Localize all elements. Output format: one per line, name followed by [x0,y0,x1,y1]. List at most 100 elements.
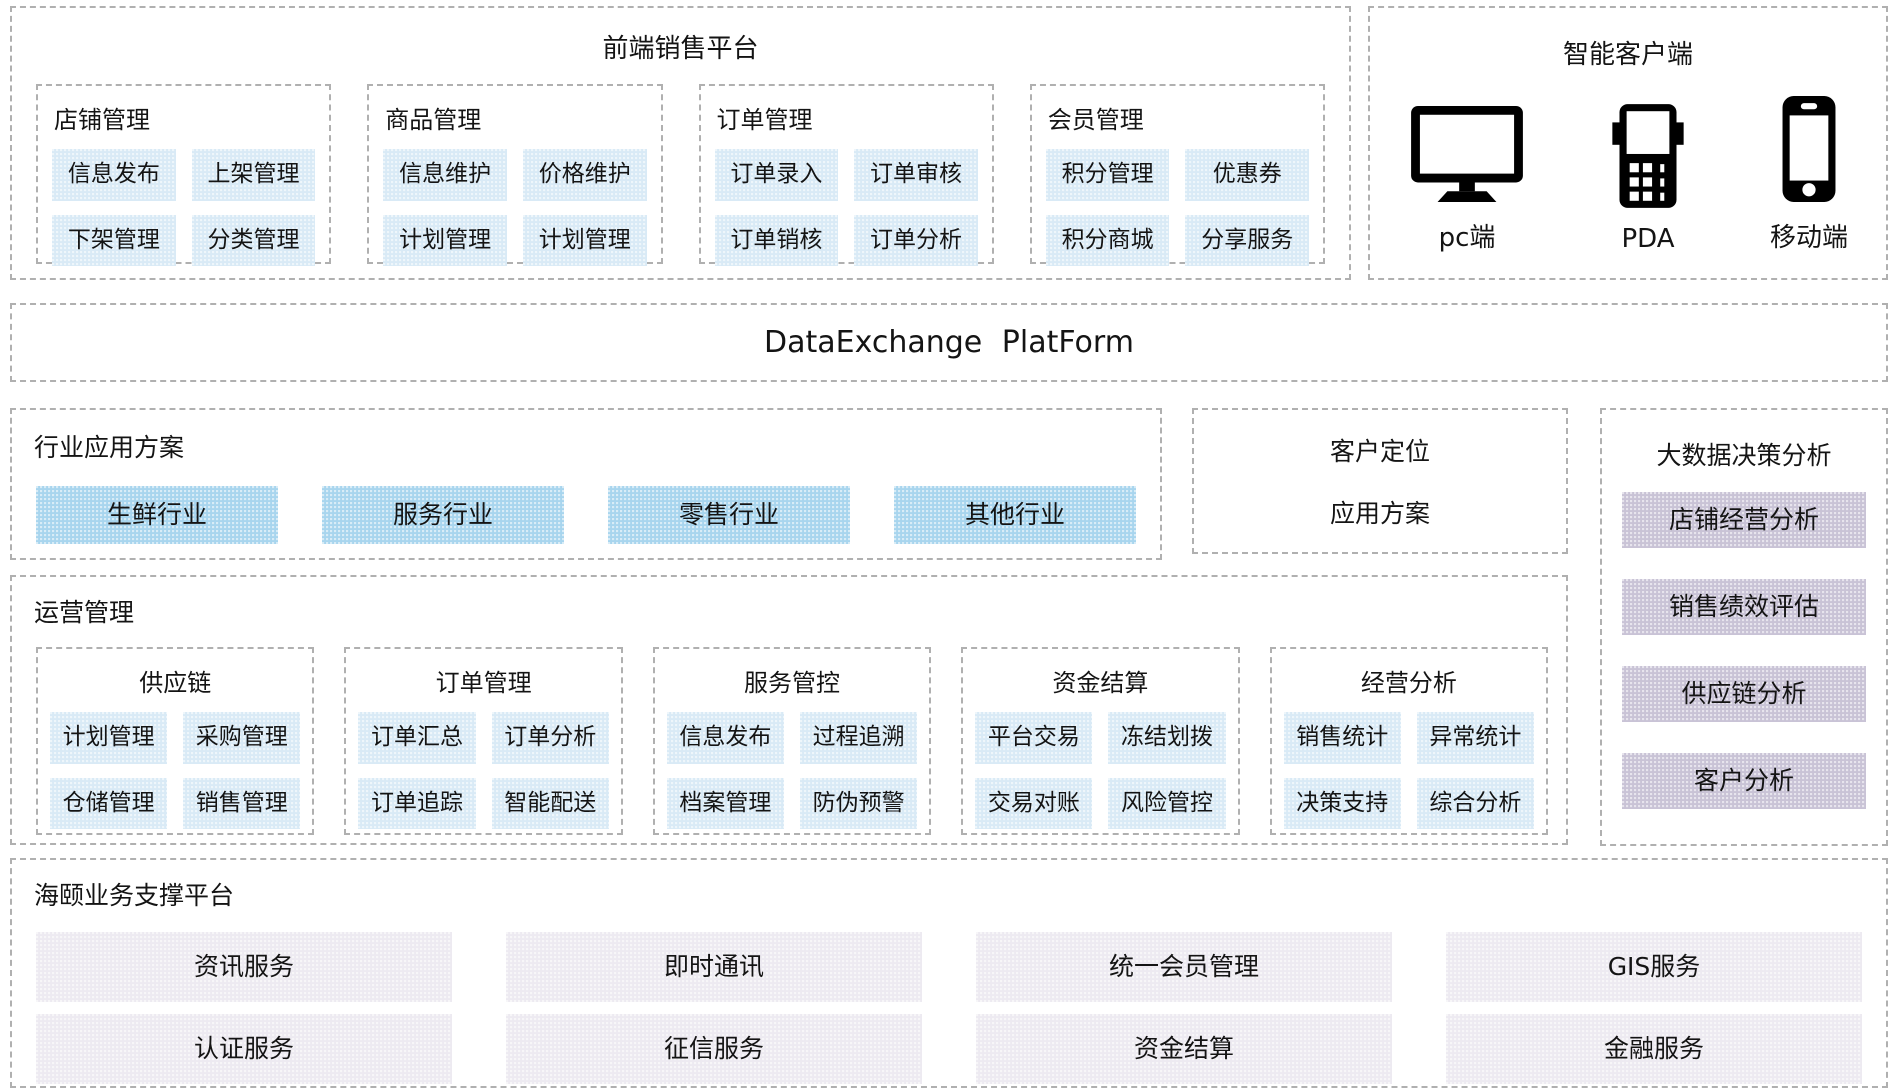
service-cell: 征信服务 [506,1014,922,1084]
module-chip: 智能配送 [491,777,609,830]
device-label: PDA [1621,224,1675,254]
module-chip: 价格维护 [522,149,647,201]
module-chip: 信息发布 [52,149,176,201]
item-grid: 信息发布 过程追溯 档案管理 防伪预警 [666,712,918,830]
data-exchange-title: DataExchange PlatForm [764,325,1134,360]
frontend-platform-panel: 前端销售平台 店铺管理 信息发布 上架管理 下架管理 分类管理 商品管理 信息维… [10,6,1351,280]
group-order-mgmt: 订单管理 订单录入 订单审核 订单销核 订单分析 [698,84,994,267]
operations-groups: 供应链 计划管理 采购管理 仓储管理 销售管理 订单管理 订单汇总 订单分析 订… [36,647,1549,835]
group-title: 资金结算 [1052,669,1149,697]
operations-panel: 运营管理 供应链 计划管理 采购管理 仓储管理 销售管理 订单管理 订单汇总 订… [10,575,1568,845]
service-cell: 认证服务 [36,1014,452,1084]
industry-solutions-panel: 行业应用方案 生鲜行业 服务行业 零售行业 其他行业 [10,408,1162,560]
group-title: 订单管理 [435,669,532,697]
service-cell: 统一会员管理 [976,932,1392,1002]
item-grid: 销售统计 异常统计 决策支持 综合分析 [1283,712,1535,830]
smart-client-panel: 智能客户端 pc端 [1368,6,1888,280]
module-chip: 订单汇总 [358,712,476,764]
panel-title: 智能客户端 [1562,40,1693,70]
module-chip: 计划管理 [50,712,168,764]
group-title: 供应链 [139,669,212,697]
module-chip: 订单分析 [491,712,609,764]
module-chip: 档案管理 [666,777,785,830]
analysis-chip: 销售绩效评估 [1622,579,1866,635]
module-chip: 优惠券 [1185,149,1309,201]
industry-chip: 其他行业 [894,486,1136,544]
analysis-chip: 店铺经营分析 [1622,492,1866,548]
group-title: 服务管控 [744,669,841,697]
module-chip: 交易对账 [975,777,1093,830]
customer-positioning-line2: 应用方案 [1329,499,1430,528]
module-chip: 分享服务 [1185,214,1309,267]
item-grid: 积分管理 优惠券 积分商城 分享服务 [1045,149,1309,267]
module-chip: 订单分析 [854,214,978,267]
desktop-icon [1408,93,1526,205]
item-grid: 信息维护 价格维护 计划管理 计划管理 [383,149,647,267]
item-grid: 订单录入 订单审核 订单销核 订单分析 [714,149,978,267]
panel-title: 行业应用方案 [34,433,185,462]
panel-title: 前端销售平台 [602,34,759,64]
module-chip: 计划管理 [383,214,507,267]
module-chip: 异常统计 [1416,712,1535,764]
module-chip: 信息发布 [666,712,785,764]
item-grid: 订单汇总 订单分析 订单追踪 智能配送 [358,712,609,830]
group-business-analysis: 经营分析 销售统计 异常统计 决策支持 综合分析 [1269,647,1549,835]
group-title: 经营分析 [1360,669,1457,697]
bigdata-analysis-panel: 大数据决策分析 店铺经营分析 销售绩效评估 供应链分析 客户分析 [1600,408,1888,846]
module-chip: 仓储管理 [50,777,168,830]
group-supply-chain: 供应链 计划管理 采购管理 仓储管理 销售管理 [36,647,315,835]
module-chip: 防伪预警 [800,777,918,830]
device-mobile: 移动端 [1770,93,1848,254]
device-label: pc端 [1438,223,1496,253]
item-grid: 平台交易 冻结划拨 交易对账 风险管控 [975,712,1226,830]
industry-chip: 零售行业 [608,486,850,544]
customer-positioning-panel: 客户定位 应用方案 [1192,408,1568,554]
panel-title: 海颐业务支撑平台 [34,881,235,910]
module-chip: 冻结划拨 [1108,712,1226,764]
group-title: 会员管理 [1047,106,1144,134]
panel-title: 运营管理 [34,598,135,627]
device-label: 移动端 [1769,223,1848,253]
industry-chip: 服务行业 [322,486,564,544]
data-exchange-band: DataExchange PlatForm [10,303,1888,382]
device-row: pc端 [1370,71,1886,254]
group-title: 商品管理 [385,106,482,134]
module-chip: 计划管理 [522,214,647,267]
group-member-mgmt: 会员管理 积分管理 优惠券 积分商城 分享服务 [1029,84,1325,267]
service-cell: 金融服务 [1446,1014,1862,1084]
module-chip: 决策支持 [1283,777,1401,830]
device-pda: PDA [1609,100,1687,254]
service-cell: 即时通讯 [506,932,922,1002]
group-fund-settlement: 资金结算 平台交易 冻结划拨 交易对账 风险管控 [961,647,1240,835]
module-chip: 积分管理 [1045,149,1170,201]
group-order-mgmt-ops: 订单管理 订单汇总 订单分析 订单追踪 智能配送 [344,647,623,835]
module-chip: 上架管理 [191,149,316,201]
module-chip: 综合分析 [1416,777,1535,830]
group-service-control: 服务管控 信息发布 过程追溯 档案管理 防伪预警 [652,647,932,835]
module-chip: 销售管理 [183,777,301,830]
bigdata-items: 店铺经营分析 销售绩效评估 供应链分析 客户分析 [1622,492,1866,840]
support-platform-panel: 海颐业务支撑平台 资讯服务 即时通讯 统一会员管理 GIS服务 认证服务 征信服… [10,858,1888,1088]
customer-positioning-line1: 客户定位 [1329,437,1430,466]
module-chip: 订单销核 [714,214,839,267]
mobile-icon [1770,93,1848,205]
module-chip: 过程追溯 [800,712,918,764]
service-cell: GIS服务 [1446,932,1862,1002]
module-chip: 分类管理 [191,214,316,267]
industry-items: 生鲜行业 服务行业 零售行业 其他行业 [36,486,1136,544]
module-chip: 订单录入 [714,149,839,201]
panel-title: 大数据决策分析 [1656,441,1832,470]
module-chip: 平台交易 [975,712,1093,764]
module-chip: 采购管理 [183,712,301,764]
item-grid: 计划管理 采购管理 仓储管理 销售管理 [50,712,301,830]
pda-icon [1609,100,1687,212]
module-chip: 销售统计 [1283,712,1401,764]
analysis-chip: 供应链分析 [1622,666,1866,722]
service-cell: 资讯服务 [36,932,452,1002]
module-chip: 下架管理 [52,214,176,267]
module-chip: 积分商城 [1045,214,1170,267]
module-chip: 订单追踪 [358,777,476,830]
service-cell: 资金结算 [976,1014,1392,1084]
module-chip: 订单审核 [854,149,978,201]
group-title: 店铺管理 [54,106,150,134]
